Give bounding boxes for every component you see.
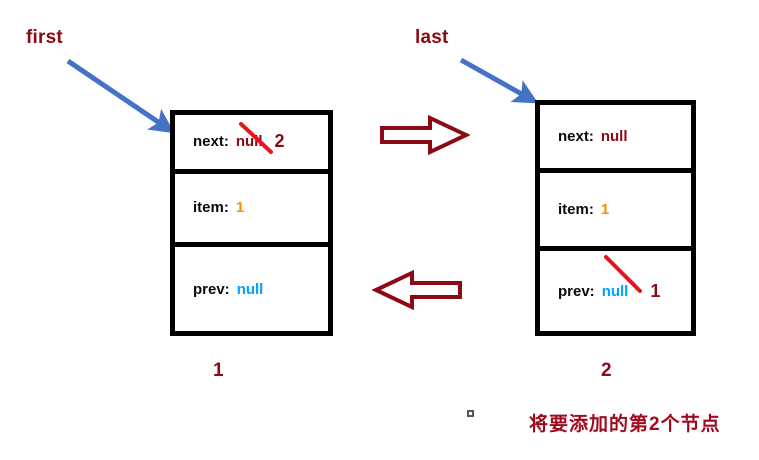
node-left-prev-value: null	[236, 280, 264, 298]
arrow-left-to-right-icon	[380, 115, 470, 155]
first-pointer-arrow-icon	[66, 58, 175, 134]
node-right: next: null item: 1 prev: null 1	[535, 100, 696, 336]
node-right-row-next: next: null	[540, 105, 691, 173]
node-left-item-value: 1	[235, 199, 245, 217]
node-left: next: null 2 item: 1 prev: null	[170, 110, 333, 336]
node-right-next-key: next:	[558, 128, 594, 145]
node-right-prev-value: null	[601, 282, 629, 300]
node-right-item-key: item:	[558, 201, 594, 218]
caption-text: 将要添加的第2个节点	[529, 414, 721, 435]
node-left-row-item: item: 1	[175, 174, 328, 248]
node-left-index-label: 1	[213, 360, 224, 381]
node-left-next-value: null	[235, 133, 263, 151]
node-left-row-next: next: null 2	[175, 115, 328, 174]
node-right-row-item: item: 1	[540, 173, 691, 251]
node-right-row-prev: prev: null 1	[540, 251, 691, 331]
node-right-prev-replacement: 1	[650, 280, 661, 301]
node-left-prev-key: prev:	[193, 280, 230, 298]
arrow-right-to-left-icon	[372, 270, 462, 310]
node-right-prev-key: prev:	[558, 282, 595, 300]
last-pointer-arrow-icon	[459, 57, 539, 104]
stray-square-artifact	[467, 410, 474, 417]
first-pointer-label: first	[26, 27, 63, 48]
node-left-row-prev: prev: null	[175, 247, 328, 331]
last-pointer-label: last	[415, 27, 449, 48]
node-left-next-key: next:	[193, 133, 229, 151]
node-left-next-replacement: 2	[274, 131, 285, 152]
node-right-item-value: 1	[600, 201, 610, 218]
node-left-item-key: item:	[193, 199, 229, 217]
node-right-index-label: 2	[601, 360, 612, 381]
node-right-next-value: null	[600, 128, 628, 145]
